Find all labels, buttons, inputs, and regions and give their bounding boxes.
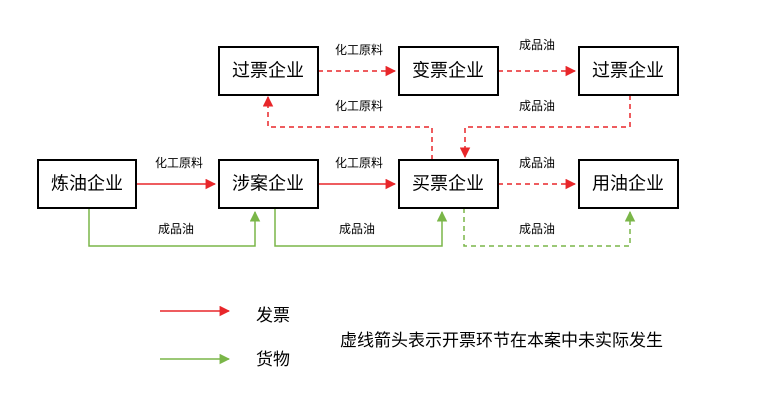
edge-goods-involved-to-buyer xyxy=(274,208,448,247)
legend: 发票 货物 xyxy=(160,305,290,370)
node-transform-label: 变票企业 xyxy=(412,61,484,82)
node-transform: 变票企业 xyxy=(398,46,499,96)
node-transit-left-label: 过票企业 xyxy=(232,61,304,82)
label-transit-right-to-buyer: 成品油 xyxy=(519,99,555,113)
node-involved-label: 涉案企业 xyxy=(232,174,304,195)
edge-goods-refinery-to-involved xyxy=(88,208,261,247)
invoice-edges xyxy=(136,65,631,190)
label-buyer-to-user: 成品油 xyxy=(519,156,555,170)
label-transform-to-transit: 成品油 xyxy=(519,38,555,52)
edge-goods-buyer-to-user xyxy=(463,208,636,247)
label-goods-involved-to-buyer: 成品油 xyxy=(339,222,375,236)
label-involved-to-buyer: 化工原料 xyxy=(335,156,383,170)
label-buyer-to-transit-left: 化工原料 xyxy=(335,99,383,113)
node-refinery: 炼油企业 xyxy=(37,159,137,209)
edge-buyer-to-transit-left xyxy=(262,95,433,160)
label-refinery-to-involved: 化工原料 xyxy=(155,156,203,170)
edge-transit-right-to-buyer xyxy=(459,95,631,159)
label-goods-buyer-to-user: 成品油 xyxy=(519,222,555,236)
label-transit-to-transform: 化工原料 xyxy=(335,43,383,57)
label-goods-refinery-to-involved: 成品油 xyxy=(158,222,194,236)
node-user-label: 用油企业 xyxy=(592,174,664,195)
node-buyer-label: 买票企业 xyxy=(412,174,484,195)
legend-invoice-label: 发票 xyxy=(256,306,290,326)
node-transit-right: 过票企业 xyxy=(578,46,679,96)
node-involved: 涉案企业 xyxy=(218,159,319,209)
node-refinery-label: 炼油企业 xyxy=(51,174,123,195)
edge-labels: 化工原料 化工原料 化工原料 成品油 化工原料 成品油 成品油 成品油 成品油 … xyxy=(155,38,555,236)
node-user: 用油企业 xyxy=(578,159,679,209)
legend-goods-label: 货物 xyxy=(256,350,290,370)
note-text: 虚线箭头表示开票环节在本案中未实际发生 xyxy=(340,331,663,351)
goods-edges xyxy=(88,208,636,247)
node-transit-right-label: 过票企业 xyxy=(592,61,664,82)
node-transit-left: 过票企业 xyxy=(218,46,319,96)
node-buyer: 买票企业 xyxy=(398,159,499,209)
